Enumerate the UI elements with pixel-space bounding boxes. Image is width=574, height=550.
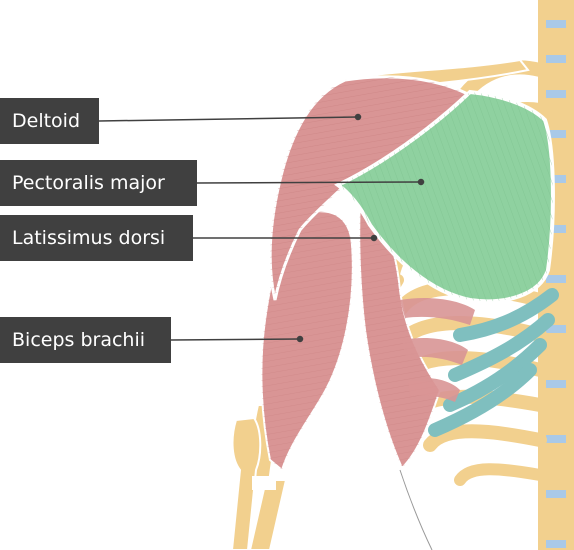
label-latissimus-dorsi: Latissimus dorsi: [0, 215, 193, 261]
label-deltoid: Deltoid: [0, 98, 99, 144]
serratus-muscle: [400, 298, 475, 402]
label-pectoralis-major: Pectoralis major: [0, 160, 197, 206]
leader-lines: [98, 113, 425, 343]
costal-cartilage: [428, 288, 559, 437]
label-biceps-brachii: Biceps brachii: [0, 317, 171, 363]
trunk-outline: [399, 469, 433, 550]
